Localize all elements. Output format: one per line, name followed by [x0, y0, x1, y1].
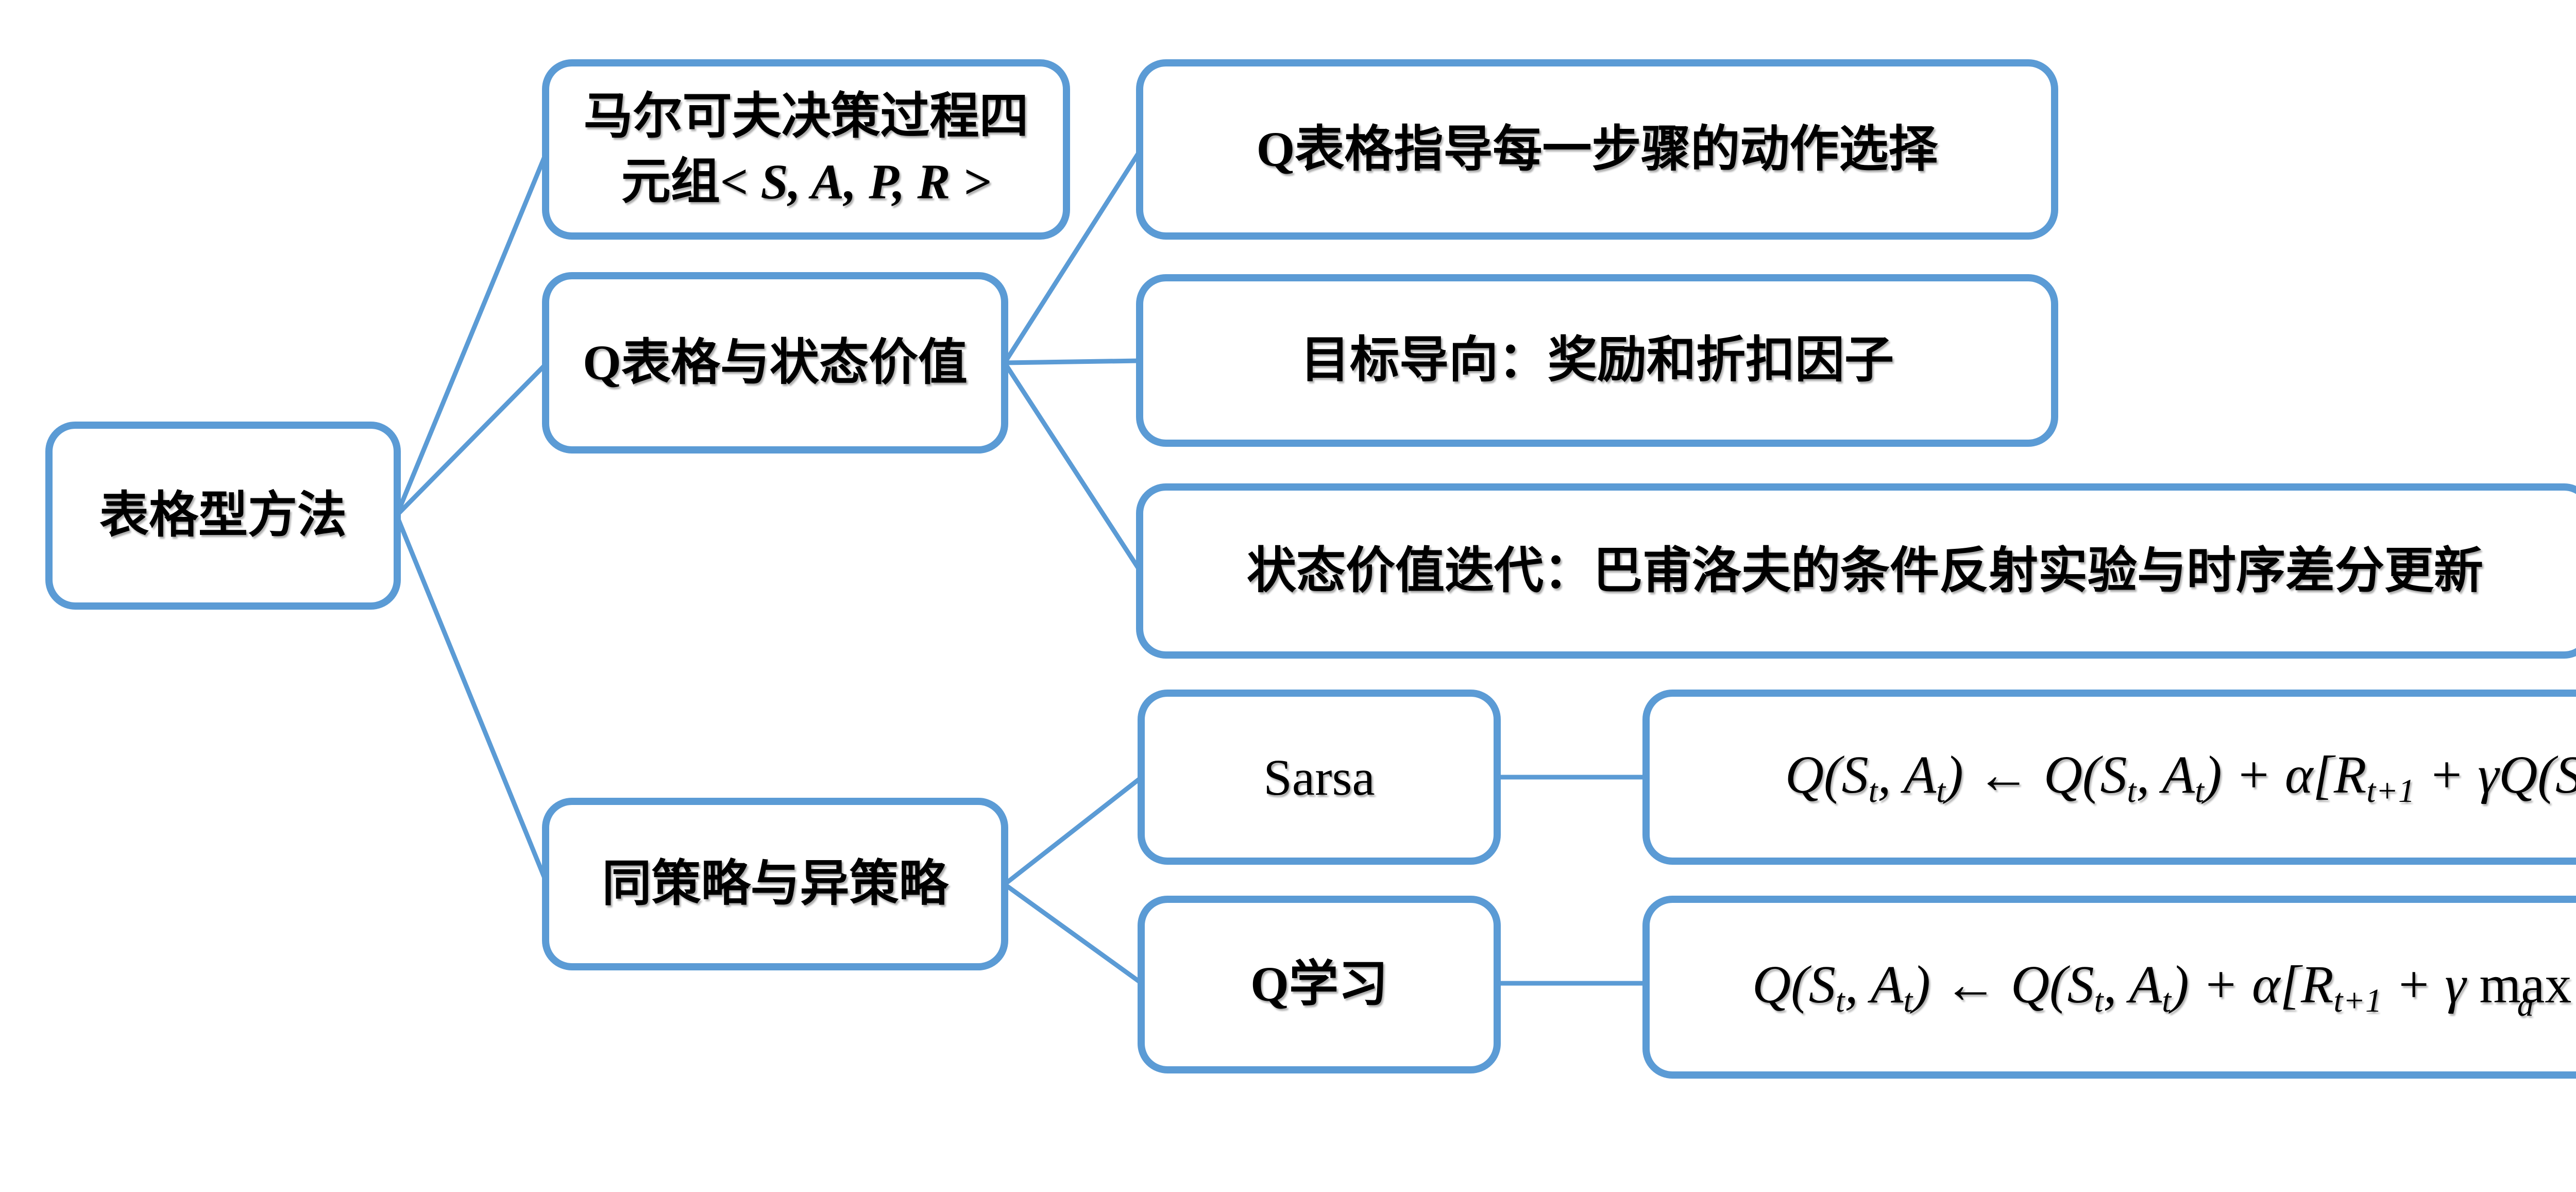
node-on-off-policy: 同策略与异策略 — [542, 798, 1008, 970]
node-state-value-iteration: 状态价值迭代：巴甫洛夫的条件反射实验与时序差分更新 — [1136, 483, 2576, 659]
node-sarsa: Sarsa — [1138, 690, 1501, 865]
mdp-line2-prefix: 元组 — [621, 154, 720, 209]
node-tabular-methods: 表格型方法 — [45, 422, 401, 610]
node-label: Q表格指导每一步骤的动作选择 — [1256, 121, 1938, 177]
mdp-line1: 马尔可夫决策过程四 — [583, 89, 1029, 144]
node-label: 表格型方法 — [99, 488, 347, 543]
connector-root-mdp — [394, 149, 550, 516]
connector-qtable-c2 — [1004, 358, 1141, 365]
node-label: Q表格与状态价值 — [583, 334, 968, 390]
connector-qtable-c3 — [1003, 361, 1142, 573]
connector-onoff-sarsa — [1003, 775, 1143, 886]
connector-root-qtable — [395, 361, 549, 517]
connector-root-onoff — [394, 514, 550, 885]
node-mdp-tuple: 马尔可夫决策过程四 元组< S, A, P, R > — [542, 59, 1070, 240]
node-label: 马尔可夫决策过程四 元组< S, A, P, R > — [584, 84, 1029, 214]
mdp-tuple-math: < S, A, P, R > — [720, 154, 991, 209]
node-sarsa-update-formula: Q(St, At) ← Q(St, At) + α[Rt+1 + γQ(St+1… — [1642, 690, 2576, 865]
sarsa-formula: Q(St, At) ← Q(St, At) + α[Rt+1 + γQ(St+1… — [1785, 745, 2576, 810]
node-qtable-guides-actions: Q表格指导每一步骤的动作选择 — [1136, 59, 2058, 240]
node-goal-oriented: 目标导向：奖励和折扣因子 — [1136, 274, 2058, 447]
connector-qtable-c1 — [1003, 149, 1142, 364]
node-label: Q学习 — [1250, 956, 1388, 1012]
node-q-learning: Q学习 — [1138, 896, 1501, 1073]
node-label: Sarsa — [1263, 748, 1375, 806]
node-qtable-state-value: Q表格与状态价值 — [542, 272, 1008, 454]
node-label: 目标导向：奖励和折扣因子 — [1300, 332, 1894, 388]
node-label: 状态价值迭代：巴甫洛夫的条件反射实验与时序差分更新 — [1247, 543, 2483, 598]
connector-onoff-qlearn — [1003, 882, 1143, 985]
node-label: 同策略与异策略 — [602, 856, 948, 912]
